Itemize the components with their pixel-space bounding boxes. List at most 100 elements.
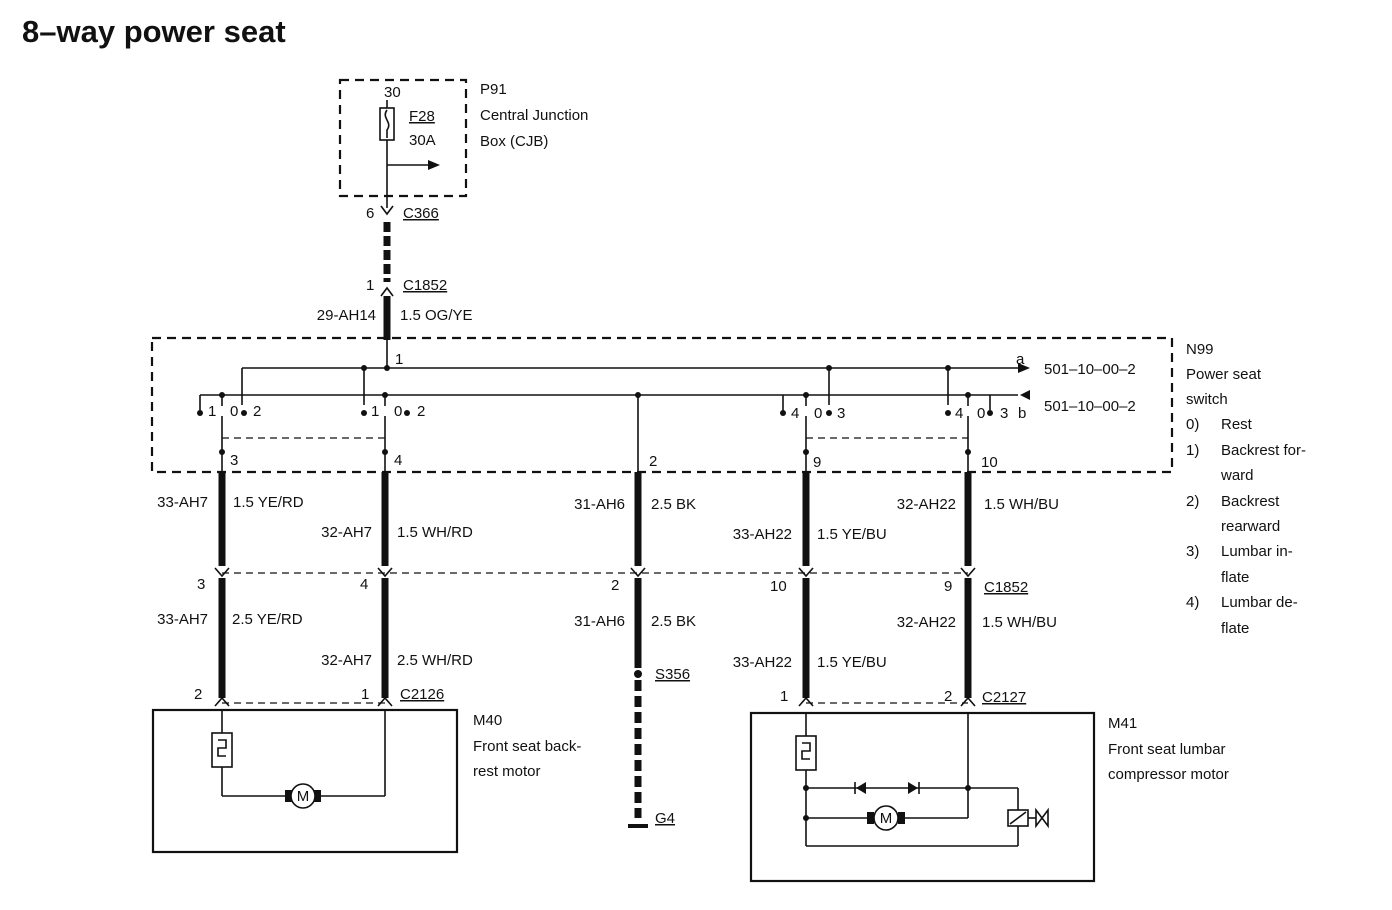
- switch-ref-b: 501–10–00–2: [1044, 398, 1136, 415]
- legend-num: 4): [1186, 594, 1199, 611]
- m40-circuit: [221, 710, 386, 797]
- legend-num: 0): [1186, 416, 1199, 433]
- switch-internal-wiring: [197, 338, 1030, 472]
- wire-circuit: 33-AH7: [157, 611, 208, 628]
- wire-circuit: 32-AH7: [321, 524, 372, 541]
- wire-spec: 1.5 WH/BU: [982, 614, 1057, 631]
- switch-out-pin: 9: [813, 454, 821, 471]
- wire-circuit: 31-AH6: [574, 613, 625, 630]
- c1852-pin: 2: [611, 577, 619, 594]
- m40-line2: rest motor: [473, 763, 541, 780]
- legend-text: Backrest for-: [1221, 442, 1306, 459]
- switch-tag-a: a: [1016, 351, 1025, 368]
- c1852-pin: 10: [770, 578, 787, 595]
- cjb-terminal: 30: [384, 84, 401, 101]
- page-title: 8–way power seat: [22, 14, 286, 49]
- connector-c1852-icon: [214, 567, 976, 578]
- legend-num: 2): [1186, 493, 1199, 510]
- wire-circuit: 32-AH22: [897, 496, 956, 513]
- switch-legend: 0) Rest 1) Backrest for- ward 2) Backres…: [1186, 416, 1306, 637]
- m41-motor-label: M: [880, 810, 893, 827]
- m40-ref: M40: [473, 712, 502, 729]
- fuse-rating: 30A: [409, 132, 436, 149]
- wire-spec: 2.5 YE/RD: [232, 611, 303, 628]
- arrow-right-icon: [387, 160, 440, 170]
- m41-box: [749, 711, 1096, 883]
- pos-label: 4: [791, 405, 799, 422]
- m41-pin-b: 2: [944, 688, 952, 705]
- wire-spec: 2.5 WH/RD: [397, 652, 473, 669]
- connector-c1852-mid: C1852: [984, 579, 1028, 596]
- m41-ref: M41: [1108, 715, 1137, 732]
- pos-label: 0: [977, 405, 985, 422]
- wire-circuit: 33-AH22: [733, 526, 792, 543]
- connector-c2126-icon: [214, 696, 393, 707]
- wire-circuit: 33-AH7: [157, 494, 208, 511]
- switch-name-line1: Power seat: [1186, 366, 1262, 383]
- switch-name-line2: switch: [1186, 391, 1228, 408]
- switch-tag-b: b: [1018, 405, 1026, 422]
- legend-text: flate: [1221, 569, 1249, 586]
- legend-num: 1): [1186, 442, 1199, 459]
- lower-wires: [218, 578, 972, 818]
- m41-circuit: [803, 713, 1019, 847]
- thermal-breaker-icon: [211, 732, 233, 768]
- legend-text: Lumbar de-: [1221, 594, 1298, 611]
- motor-icon: [867, 805, 905, 831]
- pos-label: 1: [371, 403, 379, 420]
- pos-label: 0: [394, 403, 402, 420]
- solenoid-valve-icon: [1007, 807, 1049, 829]
- ground-g4: G4: [655, 810, 675, 827]
- switch-out-pin: 4: [394, 452, 402, 469]
- switch-out-pin: 3: [230, 452, 238, 469]
- legend-text: Lumbar in-: [1221, 543, 1293, 560]
- m41-line2: compressor motor: [1108, 766, 1229, 783]
- wire-spec: 1.5 WH/BU: [984, 496, 1059, 513]
- legend-text: Rest: [1221, 416, 1253, 433]
- m40-line1: Front seat back-: [473, 738, 581, 755]
- fuse-label: F28: [409, 108, 435, 125]
- fuse-icon: [379, 100, 395, 208]
- connector-c2126: C2126: [400, 686, 444, 703]
- motor-icon: [285, 783, 321, 809]
- legend-text: rearward: [1221, 518, 1280, 535]
- wire-spec: 2.5 BK: [651, 496, 696, 513]
- pos-label: 2: [417, 403, 425, 420]
- switch-box: [150, 336, 1174, 474]
- wire-spec: 1.5 YE/BU: [817, 654, 887, 671]
- m40-motor-label: M: [297, 788, 310, 805]
- legend-text: Backrest: [1221, 493, 1280, 510]
- c1852-pin: 3: [197, 576, 205, 593]
- wire-spec: 2.5 BK: [651, 613, 696, 630]
- pos-label: 3: [837, 405, 845, 422]
- feed-wire-label: 1.5 OG/YE: [400, 307, 473, 324]
- switch-ref: N99: [1186, 341, 1214, 358]
- splice-icon: [634, 670, 642, 678]
- feed-circuit: 29-AH14: [317, 307, 376, 324]
- m41-pin-a: 1: [780, 688, 788, 705]
- splice-s356: S356: [655, 666, 690, 683]
- c1852-pin: 9: [944, 578, 952, 595]
- cjb-name-line2: Box (CJB): [480, 133, 548, 150]
- wire-circuit: 32-AH7: [321, 652, 372, 669]
- connector-c366: C366: [403, 205, 439, 222]
- connector-c1852-top-icon: [380, 286, 394, 297]
- wire-circuit: 31-AH6: [574, 496, 625, 513]
- upper-wires: [218, 472, 972, 566]
- pos-label: 3: [1000, 405, 1008, 422]
- c1852-pin: 4: [360, 576, 368, 593]
- pos-label: 0: [814, 405, 822, 422]
- legend-text: ward: [1220, 467, 1254, 484]
- pos-label: 2: [253, 403, 261, 420]
- legend-text: flate: [1221, 620, 1249, 637]
- wire-spec: 1.5 WH/RD: [397, 524, 473, 541]
- cjb-name-line1: Central Junction: [480, 107, 588, 124]
- cjb-box: [338, 78, 468, 198]
- connector-c2127: C2127: [982, 689, 1026, 706]
- c366-pin: 6: [366, 205, 374, 222]
- wire-circuit: 32-AH22: [897, 614, 956, 631]
- wire-spec: 1.5 YE/RD: [233, 494, 304, 511]
- legend-num: 3): [1186, 543, 1199, 560]
- pos-label: 1: [208, 403, 216, 420]
